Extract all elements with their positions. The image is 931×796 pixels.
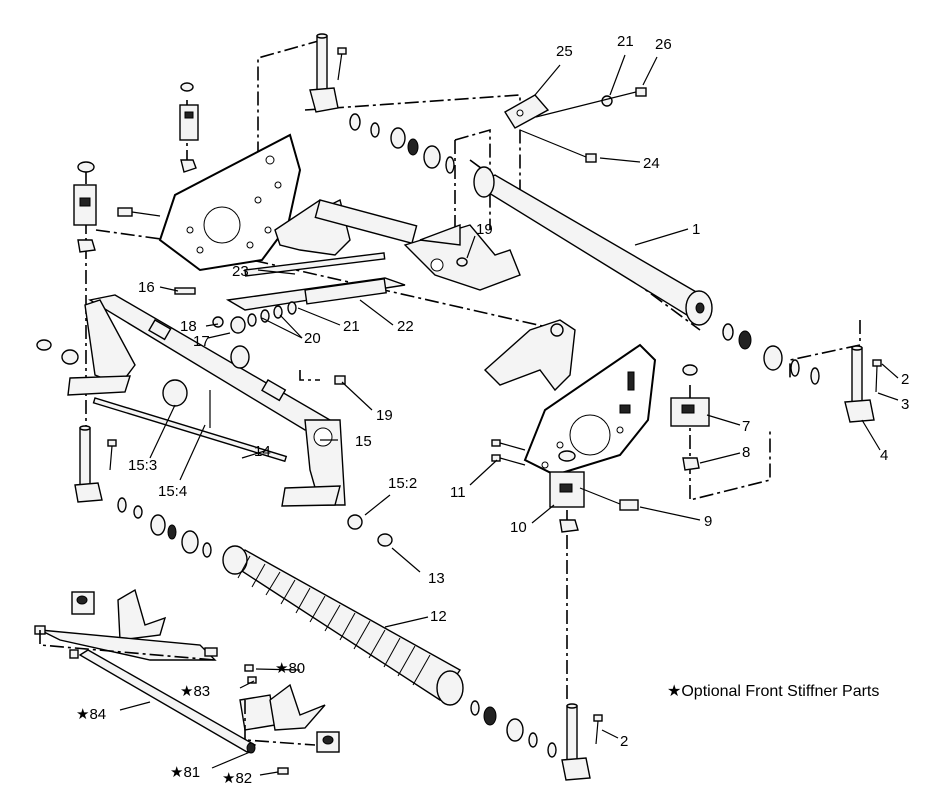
lower-center-clamp [491,439,639,533]
callout-19-upper: 19 [476,221,493,238]
callout-9: 9 [704,513,712,530]
callout-1: 1 [692,221,700,238]
top-roller-left-bearings [349,113,455,174]
legend-star-icon: ★ [667,683,681,700]
callout-21-lower: 21 [343,318,360,335]
callout-80: ★80 [275,660,305,677]
callout-15-2: 15:2 [388,475,417,492]
left-clamp-block [73,161,161,253]
callout-2-upper: 2 [901,371,909,388]
callout-25: 25 [556,43,573,60]
optional-stiffener-right [39,630,340,775]
callout-10: 10 [510,519,527,536]
callout-3: 3 [901,396,909,413]
optional-stiffener-bar [78,649,257,754]
left-roller-frame [67,294,346,507]
callout-22: 22 [397,318,414,335]
callout-labels: 1 2 2 3 4 7 8 9 10 11 12 13 14 15 15:2 1… [76,33,909,787]
bracket-25 [504,87,647,163]
callout-81: ★81 [170,764,200,781]
callout-11: 11 [450,484,466,501]
callout-13: 13 [428,570,445,587]
callout-14: 14 [254,443,271,460]
top-roller [473,166,713,326]
callout-20: 20 [304,330,321,347]
legend-text: Optional Front Stiffner Parts [681,683,879,700]
front-roller-grooves [237,555,431,686]
callout-15-4: 15:4 [158,483,187,500]
callout-19-lower: 19 [376,407,393,424]
callout-26: 26 [655,36,672,53]
front-grooved-roller [222,545,464,706]
callout-12: 12 [430,608,447,625]
front-roller-left-bearings [117,497,212,558]
callout-84: ★84 [76,706,106,723]
right-spindle [844,345,882,423]
assembly-centerlines [85,39,861,700]
callout-24: 24 [643,155,660,172]
left-end-caps [36,339,393,547]
right-clamp-block [670,364,710,471]
callout-17: 17 [193,333,210,350]
callout-7: 7 [742,418,750,435]
callout-18: 18 [180,318,197,335]
optional-parts-legend: ★Optional Front Stiffner Parts [667,683,879,700]
right-arm-bracket [483,319,576,392]
front-roller-right-bearings [470,700,557,758]
optional-stiffener-left [34,588,218,661]
callout-21-upper: 21 [617,33,634,50]
callout-23: 23 [232,263,249,280]
callout-82: ★82 [222,770,252,787]
callout-15-3: 15:3 [128,457,157,474]
lower-right-spindle [561,703,603,781]
lower-left-spindle [74,425,117,503]
callout-8: 8 [742,444,750,461]
upper-left-spindle [309,33,347,113]
left-side-plate [158,133,302,272]
upper-left-clamp [179,82,199,173]
leader-lines [119,54,899,776]
center-yoke [274,198,521,291]
callout-15: 15 [355,433,372,450]
callout-16: 16 [138,279,155,296]
callout-2-lower: 2 [620,733,628,750]
callout-83: ★83 [180,683,210,700]
top-roller-right-bearings [722,323,820,385]
callout-4: 4 [880,447,888,464]
